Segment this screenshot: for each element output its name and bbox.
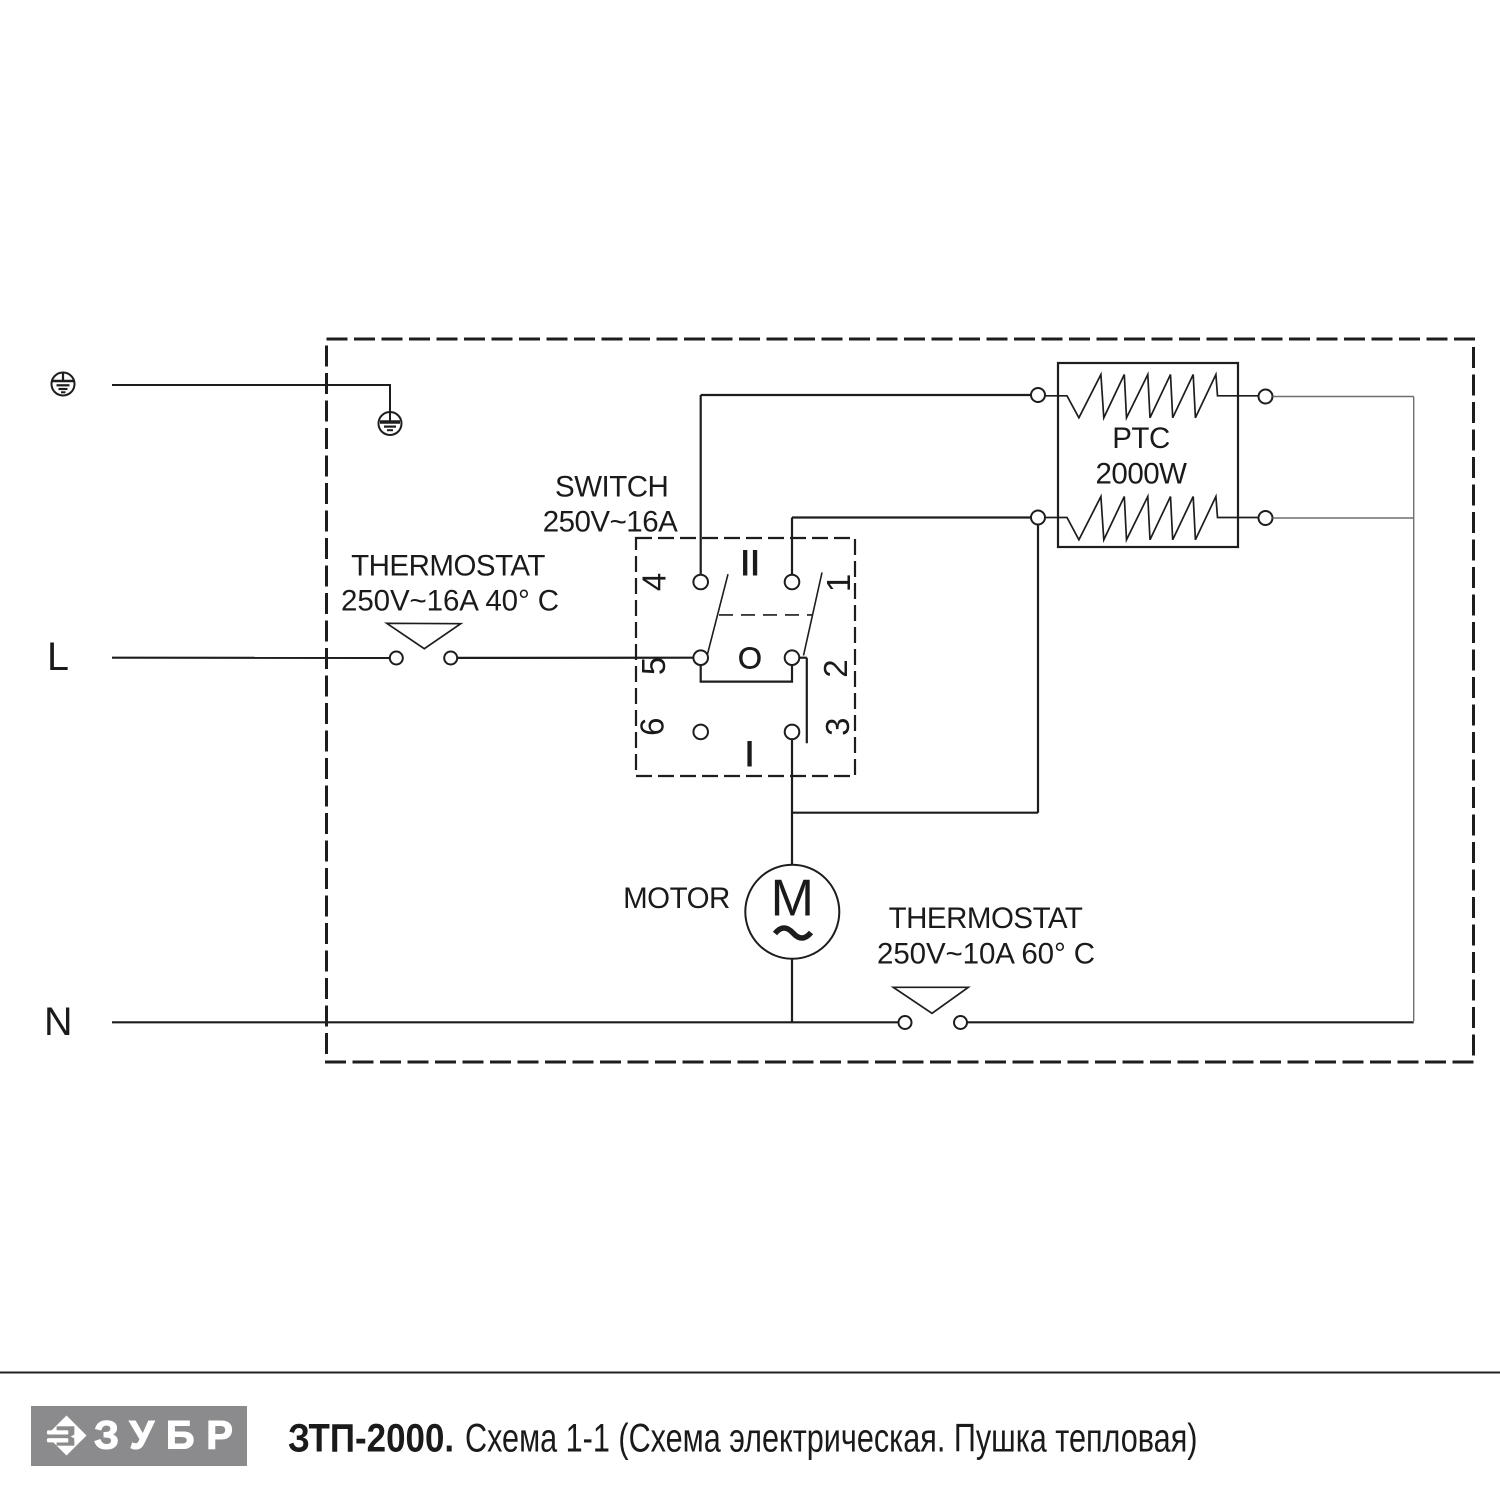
svg-text:2000W: 2000W bbox=[1096, 457, 1188, 490]
svg-text:PTC: PTC bbox=[1112, 422, 1170, 455]
svg-text:ЗТП-2000.: ЗТП-2000. bbox=[288, 1416, 454, 1460]
svg-text:II: II bbox=[740, 543, 760, 583]
svg-text:N: N bbox=[44, 1000, 73, 1044]
svg-text:Схема 1-1 (Схема электрическая: Схема 1-1 (Схема электрическая. Пушка те… bbox=[465, 1417, 1197, 1461]
svg-text:THERMOSTAT: THERMOSTAT bbox=[889, 902, 1083, 935]
svg-text:2: 2 bbox=[817, 659, 854, 677]
svg-text:5: 5 bbox=[635, 657, 672, 675]
svg-text:L: L bbox=[47, 635, 69, 679]
svg-text:I: I bbox=[745, 734, 755, 774]
svg-text:1: 1 bbox=[820, 574, 857, 592]
svg-text:SWITCH: SWITCH bbox=[555, 470, 668, 503]
svg-text:MOTOR: MOTOR bbox=[623, 882, 730, 915]
svg-text:250V~16A: 250V~16A bbox=[543, 506, 678, 539]
svg-text:250V~16A 40° C: 250V~16A 40° C bbox=[341, 585, 559, 618]
svg-text:O: O bbox=[738, 640, 762, 675]
svg-text:250V~10A 60° C: 250V~10A 60° C bbox=[877, 937, 1095, 970]
svg-text:6: 6 bbox=[634, 718, 671, 736]
svg-text:ЗУБР: ЗУБР bbox=[94, 1414, 245, 1458]
svg-text:3: 3 bbox=[819, 718, 856, 736]
svg-text:4: 4 bbox=[636, 573, 673, 591]
svg-text:M: M bbox=[771, 870, 814, 928]
svg-text:THERMOSTAT: THERMOSTAT bbox=[351, 549, 545, 582]
